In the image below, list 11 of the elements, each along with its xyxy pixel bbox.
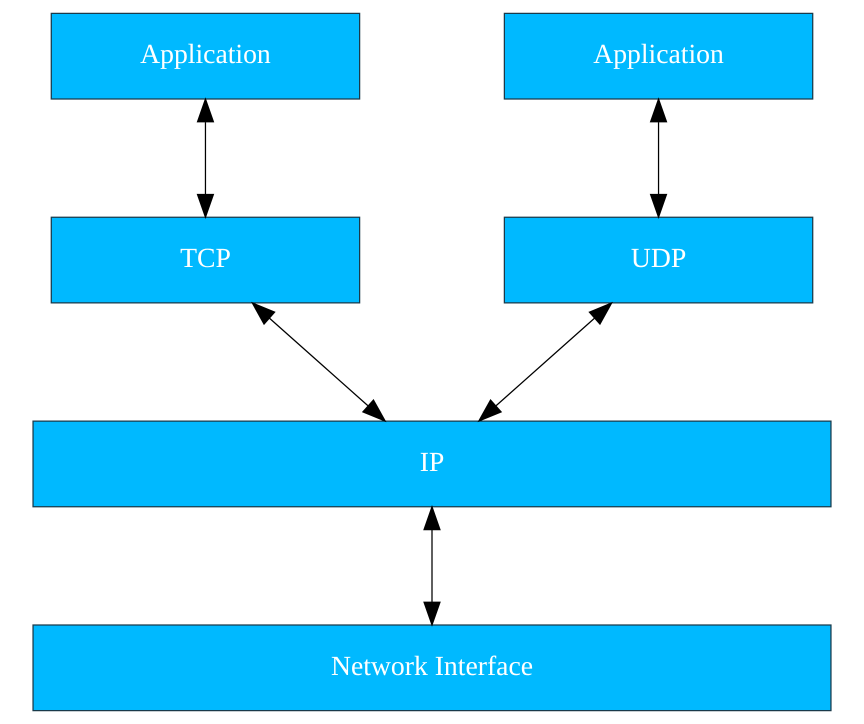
- arrow: [477, 302, 614, 422]
- arrow: [196, 97, 214, 220]
- arrow: [650, 97, 668, 220]
- node-box: IP: [32, 420, 832, 508]
- node-box: TCP: [50, 216, 360, 304]
- node-box: Network Interface: [32, 624, 832, 712]
- node-box: Application: [50, 12, 360, 100]
- arrow: [423, 505, 441, 627]
- node-box: Application: [504, 12, 814, 100]
- node-box: UDP: [504, 216, 814, 304]
- arrow: [250, 302, 387, 422]
